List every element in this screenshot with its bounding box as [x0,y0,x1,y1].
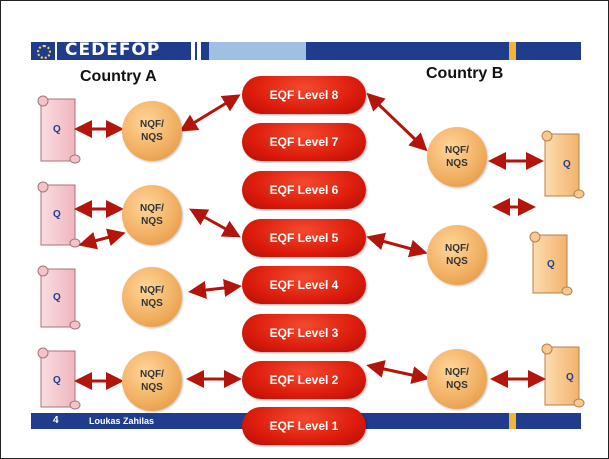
eqf-level-8: EQF Level 8 [242,76,366,114]
qualification-label: Q [563,159,571,170]
nqf-node: NQF/ NQS [122,351,182,411]
qualification-scroll-icon [541,343,585,408]
qualification-label: Q [566,372,574,383]
qualification-scroll-icon [37,181,81,248]
country-b-label: Country B [426,65,504,82]
header-bar-accent [509,42,516,60]
footer-accent [509,413,516,429]
qualification-scroll-icon [541,130,585,199]
qualification-label: Q [53,292,61,303]
header-bar [31,42,581,60]
nqf-node: NQF/ NQS [427,127,487,187]
qualification-scroll-icon [529,231,573,296]
qualification-scroll-icon [37,347,81,410]
eu-stars-icon [31,42,57,60]
header-bar-divider [197,42,201,60]
nqf-node: NQF/ NQS [427,225,487,285]
qualification-scroll-icon [37,265,81,330]
eqf-level-1: EQF Level 1 [242,407,366,445]
qualification-scroll-icon [37,95,81,164]
nqf-node: NQF/ NQS [122,267,182,327]
author-name: Loukas Zahilas [89,416,155,426]
qualification-label: Q [53,124,61,135]
cedefop-logo: CEDEFOP [65,40,161,60]
header-bar-divider [191,42,195,60]
header-bar-light-segment [209,42,306,60]
qualification-label: Q [53,375,61,386]
qualification-label: Q [53,209,61,220]
eqf-level-2: EQF Level 2 [242,361,366,399]
eqf-level-3: EQF Level 3 [242,314,366,352]
nqf-node: NQF/ NQS [122,101,182,161]
country-a-label: Country A [80,68,157,85]
eqf-level-4: EQF Level 4 [242,266,366,304]
eqf-level-5: EQF Level 5 [242,219,366,257]
qualification-label: Q [547,259,555,270]
page-number: 4 [53,415,59,426]
eqf-level-6: EQF Level 6 [242,171,366,209]
nqf-node: NQF/ NQS [122,185,182,245]
nqf-node: NQF/ NQS [427,349,487,409]
eqf-level-7: EQF Level 7 [242,123,366,161]
double-arrow-icon [74,92,546,390]
